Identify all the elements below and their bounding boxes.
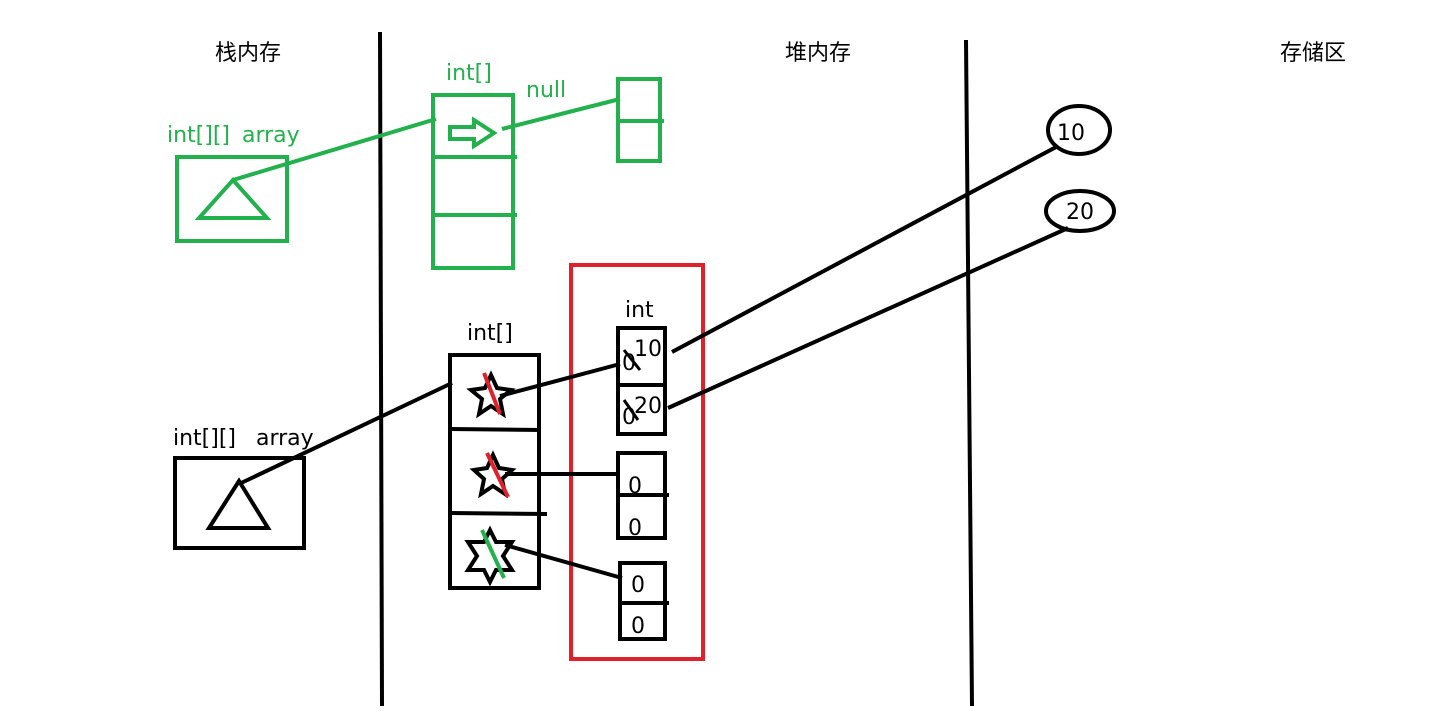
ref-star1-to-array-a — [499, 362, 621, 398]
black-triangle-icon — [205, 477, 272, 530]
star-icon-1 — [466, 370, 516, 419]
stack-header: 栈内存 — [215, 41, 281, 66]
ref-cell-a1-to-10 — [671, 144, 1059, 354]
storage-value-20-label: 20 — [1066, 200, 1094, 225]
int-arrays-container — [569, 263, 705, 661]
storage-value-20 — [1044, 189, 1116, 233]
storage-header: 存储区 — [1280, 41, 1346, 66]
black-array-type: int[] — [467, 321, 513, 346]
star-strike-3 — [480, 529, 506, 579]
green-triangle-icon — [194, 177, 272, 220]
heap-header: 堆内存 — [785, 41, 851, 66]
cell-a1-old: 0 — [622, 351, 636, 376]
green-var-name: array — [242, 123, 300, 148]
black-var-name: array — [256, 426, 314, 451]
black-var-type: int[][] — [173, 426, 236, 451]
green-var-type: int[][] — [167, 123, 230, 148]
green-arrow-icon — [448, 116, 498, 150]
cell-a2-old-strike — [622, 399, 640, 421]
star-icon-2 — [469, 450, 517, 499]
ref-stack-to-array — [238, 381, 453, 486]
green-null-label: null — [526, 78, 566, 103]
black-array-divider-1 — [449, 427, 542, 432]
cell-c1: 0 — [631, 573, 645, 598]
ref-cell-a2-to-20 — [667, 226, 1069, 410]
storage-value-10 — [1046, 104, 1112, 156]
cell-b2: 0 — [628, 516, 642, 541]
green-ref-stack-to-array — [232, 117, 437, 182]
storage-value-10-label: 10 — [1057, 121, 1085, 146]
star-strike-2 — [485, 452, 510, 498]
black-stack-box — [173, 456, 306, 550]
divider-stack-heap — [378, 31, 384, 707]
divider-heap-storage — [964, 39, 974, 707]
cell-a2-new: 20 — [634, 394, 662, 419]
cell-b1: 0 — [628, 474, 642, 499]
ref-star3-to-array-c — [504, 543, 623, 580]
green-array-type: int[] — [446, 61, 492, 86]
star-strike-1 — [482, 372, 502, 415]
cell-a1-new: 10 — [634, 337, 662, 362]
int-label: int — [625, 298, 654, 323]
black-array-divider-2 — [449, 511, 548, 516]
black-array-box — [448, 353, 541, 590]
green-stack-box — [175, 155, 289, 243]
green-array-box — [431, 93, 515, 270]
cell-c2: 0 — [631, 614, 645, 639]
star-icon-3 — [464, 525, 516, 587]
int-array-a — [616, 326, 667, 436]
green-ref-array-to-null — [501, 97, 621, 131]
cell-a1-old-strike — [622, 349, 642, 371]
